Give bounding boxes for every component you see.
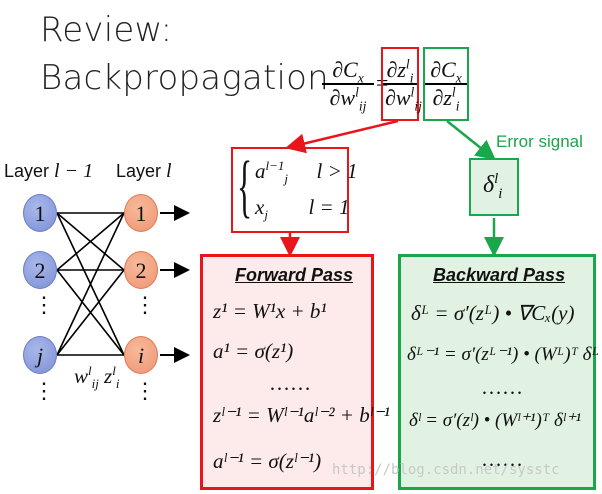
weight-sup: l	[88, 363, 92, 378]
green-factor-box	[423, 47, 469, 121]
red-num-sup: l	[405, 56, 410, 72]
cases-row1-var: a	[255, 159, 266, 183]
red-den-sub: ij	[414, 97, 422, 113]
lhs-num-sub: x	[357, 70, 364, 86]
delta-sub: i	[498, 185, 503, 202]
forward-line-2: a¹ = σ(z¹)	[213, 339, 294, 363]
forward-line-3: ……	[269, 371, 311, 395]
left-node-2: 2	[23, 251, 57, 289]
right-layer-label: Layer l	[116, 160, 172, 183]
left-layer-word: Layer	[4, 161, 50, 181]
red-num-sub: i	[409, 70, 414, 86]
lhs-den-sub: ij	[358, 97, 367, 113]
green-den-sub: i	[455, 97, 460, 113]
right-layer-word: Layer	[116, 161, 162, 181]
forward-line-1: z¹ = W¹x + b¹	[213, 299, 327, 323]
lhs-fraction: ∂Cx ∂wlij	[322, 57, 374, 113]
weight-var: w	[74, 364, 89, 388]
left-layer-label: Layer l − 1	[4, 160, 93, 183]
red-arrow-to-cases	[285, 119, 399, 154]
backward-line-5: ……	[481, 447, 523, 471]
right-layer-var: l	[166, 160, 172, 182]
green-den: ∂z	[432, 84, 452, 110]
cases-row2-sub: j	[264, 207, 268, 223]
left-vdots-2: ⋮	[33, 378, 55, 403]
cases-box: { al−1j l > 1 xj l = 1	[231, 147, 358, 233]
right-node-2: 2	[124, 251, 158, 289]
lhs-num: ∂C	[332, 57, 358, 82]
right-vdots-2: ⋮	[134, 378, 156, 403]
delta-sup: l	[494, 171, 499, 187]
red-den: ∂w	[385, 84, 411, 110]
right-node-i: i	[124, 336, 158, 374]
left-layer-var: l − 1	[54, 160, 94, 182]
network-edges	[56, 212, 125, 356]
forward-line-4: zˡ⁻¹ = Wˡ⁻¹aˡ⁻² + bˡ⁻¹	[213, 403, 390, 427]
cases-row2-var: x	[255, 195, 265, 219]
forward-line-5: aˡ⁻¹ = σ(zˡ⁻¹)	[213, 449, 322, 473]
cases-row-1: al−1j l > 1	[255, 158, 358, 187]
error-signal-label: Error signal	[496, 132, 583, 151]
title-line-2: Backpropagation	[40, 58, 329, 98]
red-fraction: ∂zli ∂wlij	[383, 56, 422, 112]
right-vdots-1: ⋮	[134, 292, 156, 317]
z-var: z	[104, 364, 113, 388]
z-sup: l	[112, 363, 116, 378]
backward-pass-title: Backward Pass	[433, 265, 566, 285]
cases-brace: {	[237, 148, 253, 225]
red-num: ∂z	[386, 57, 406, 82]
forward-pass-title: Forward Pass	[235, 265, 354, 285]
delta-symbol: δli	[483, 171, 503, 202]
backward-line-1: δᴸ = σ′(zᴸ) • ∇Cₓ(y)	[411, 301, 575, 325]
right-node-1: 1	[124, 194, 158, 232]
green-fraction: ∂Cx ∂zli	[425, 57, 467, 113]
delta-box: δli	[469, 158, 519, 216]
cases-row1-cond: l > 1	[316, 159, 358, 183]
green-arrow-to-delta	[446, 120, 496, 161]
cases-row2-cond: l = 1	[308, 195, 350, 219]
forward-pass-box: Forward Pass z¹ = W¹x + b¹ a¹ = σ(z¹) ………	[200, 254, 390, 490]
cases-row-2: xj l = 1	[255, 195, 350, 223]
left-vdots-1: ⋮	[33, 292, 55, 317]
red-factor-box	[381, 47, 419, 121]
watermark: http://blog.csdn.net/sysstc	[332, 462, 560, 478]
backward-line-2: δᴸ⁻¹ = σ′(zᴸ⁻¹) • (Wᴸ)ᵀ δᴸ	[407, 344, 600, 365]
backward-line-3: ……	[481, 375, 523, 399]
z-label: zli	[104, 363, 120, 392]
green-den-sup: l	[451, 84, 456, 100]
lhs-den-sup: l	[355, 84, 359, 100]
left-node-1: 1	[23, 194, 57, 232]
cases-row1-sub: j	[284, 171, 289, 187]
left-node-j: j	[23, 336, 57, 374]
lhs-den: ∂w	[329, 84, 356, 110]
title-line-1: Review:	[40, 10, 173, 50]
green-num-sub: x	[455, 70, 462, 86]
backward-line-4: δˡ = σ′(zˡ) • (Wˡ⁺¹)ᵀ δˡ⁺¹	[409, 410, 582, 431]
backward-pass-box: Backward Pass δᴸ = σ′(zᴸ) • ∇Cₓ(y) δᴸ⁻¹ …	[398, 254, 600, 490]
delta-sym: δ	[483, 172, 495, 198]
weight-label: wlij	[74, 363, 99, 392]
z-sub: i	[115, 376, 120, 392]
green-num: ∂C	[430, 57, 456, 82]
cases-row1-sup: l−1	[265, 158, 285, 173]
weight-sub: ij	[91, 376, 99, 392]
red-den-sup: l	[410, 84, 415, 100]
